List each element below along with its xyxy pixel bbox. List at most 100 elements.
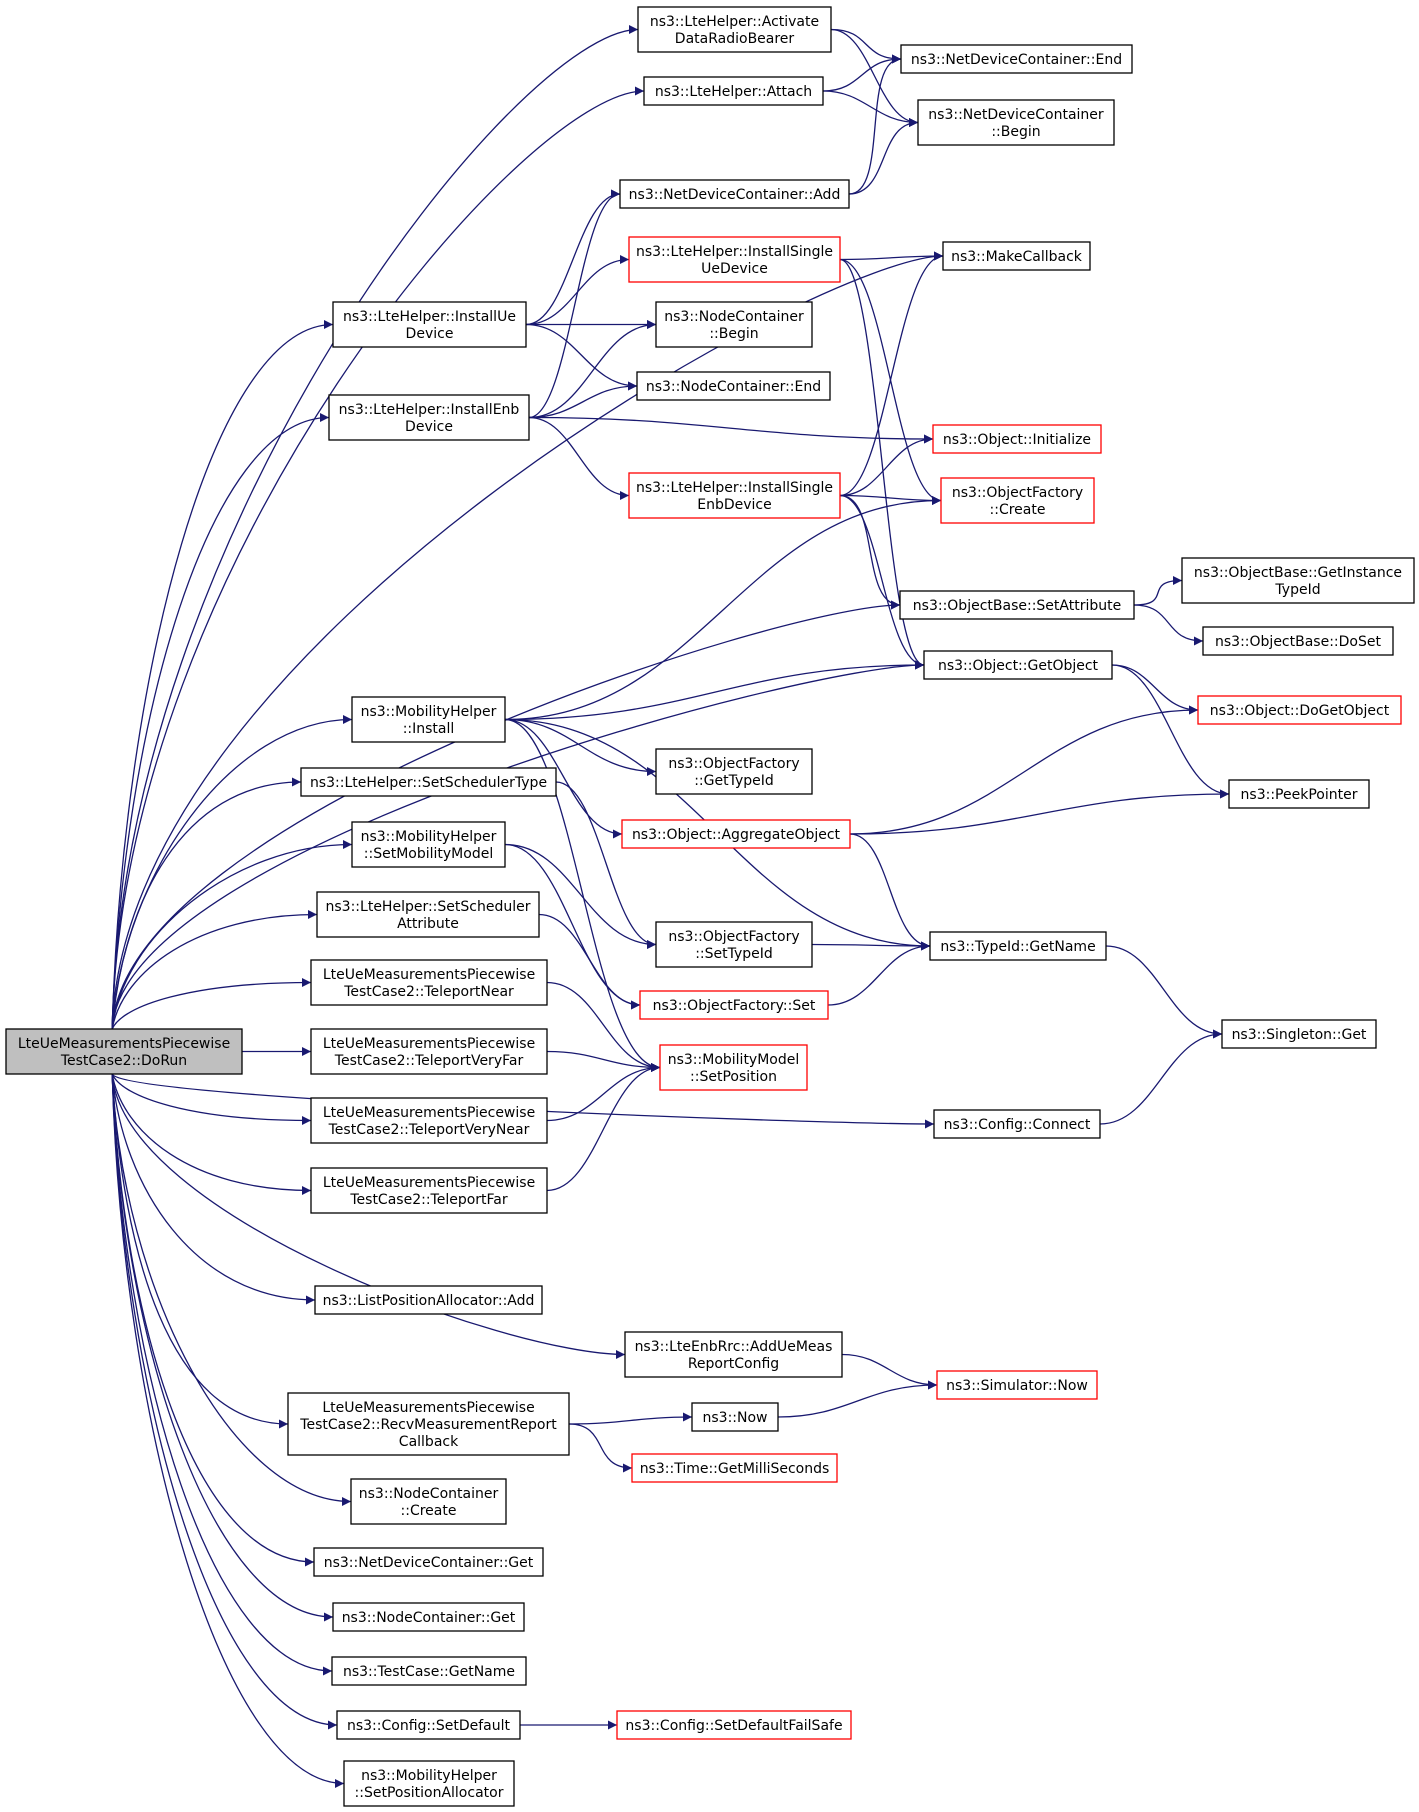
node-label: TestCase2::TeleportVeryFar (334, 1053, 524, 1069)
edge-root-to-recv-cb (111, 1073, 289, 1429)
node-now[interactable]: ns3::Now (691, 1402, 779, 1432)
node-mh-set-pos-alloc[interactable]: ns3::MobilityHelper::SetPositionAllocato… (343, 1760, 515, 1807)
edge-mh-install-to-obj-agg (504, 718, 623, 839)
node-tp-far[interactable]: LteUeMeasurementsPiecewiseTestCase2::Tel… (310, 1167, 548, 1214)
node-label: ns3::ObjectFactory (668, 929, 799, 945)
node-box (351, 821, 506, 868)
node-label: ns3::ObjectBase::DoSet (1215, 634, 1381, 650)
node-of-get-type-id[interactable]: ns3::ObjectFactory::GetTypeId (655, 748, 813, 795)
node-label: ns3::Object::DoGetObject (1210, 703, 1390, 719)
node-box (314, 1285, 543, 1315)
edge-ndc-add-to-ndc-end (848, 54, 902, 195)
node-tp-very-far[interactable]: LteUeMeasurementsPiecewiseTestCase2::Tel… (310, 1028, 548, 1075)
node-cfg-set-def-fs[interactable]: ns3::Config::SetDefaultFailSafe (616, 1710, 852, 1740)
node-label: ::Create (990, 502, 1046, 518)
node-label: ns3::MobilityHelper (361, 704, 497, 720)
node-box (655, 748, 813, 795)
node-box (637, 6, 832, 53)
node-ob-set-attr[interactable]: ns3::ObjectBase::SetAttribute (899, 590, 1135, 620)
node-tp-near[interactable]: LteUeMeasurementsPiecewiseTestCase2::Tel… (310, 959, 548, 1006)
node-obj-agg[interactable]: ns3::Object::AggregateObject (621, 819, 851, 849)
node-label: ns3::NetDeviceContainer::Add (629, 187, 841, 203)
edge-obj-agg-to-peek (849, 789, 1230, 835)
edge-set-sched-to-of-set-type-id (555, 781, 657, 949)
edge-now-to-sim-now (777, 1380, 938, 1418)
edge-adrb-to-ndc-begin (830, 28, 919, 127)
node-label: ns3::Object::GetObject (938, 658, 1099, 674)
node-ndc-get[interactable]: ns3::NetDeviceContainer::Get (313, 1547, 544, 1577)
node-nc-begin[interactable]: ns3::NodeContainer::Begin (655, 301, 813, 348)
node-box (917, 99, 1115, 146)
node-label: ns3::MobilityHelper (361, 1768, 497, 1784)
node-label: ns3::Config::Connect (944, 1117, 1091, 1133)
node-mh-install[interactable]: ns3::MobilityHelper::Install (351, 696, 506, 743)
node-set-sched[interactable]: ns3::LteHelper::SetSchedulerType (300, 767, 557, 797)
node-get-ms[interactable]: ns3::Time::GetMilliSeconds (631, 1453, 838, 1483)
node-box (923, 650, 1113, 680)
edge-ob-set-attr-to-ob-do-set (1133, 604, 1204, 646)
node-nc-get[interactable]: ns3::NodeContainer::Get (332, 1602, 525, 1632)
node-attach[interactable]: ns3::LteHelper::Attach (643, 76, 824, 106)
node-recv-cb[interactable]: LteUeMeasurementsPiecewiseTestCase2::Rec… (287, 1392, 570, 1456)
edge-isue-to-makecb (839, 251, 944, 261)
node-obj-init[interactable]: ns3::Object::Initialize (932, 424, 1102, 454)
node-of-set[interactable]: ns3::ObjectFactory::Set (639, 990, 829, 1020)
edge-tp-very-far-to-mm-set-pos (546, 1050, 661, 1072)
node-label: ::Create (401, 1503, 457, 1519)
node-box (655, 921, 813, 968)
edge-of-set-to-tid-get-name (827, 941, 931, 1006)
node-root[interactable]: LteUeMeasurementsPiecewiseTestCase2::DoR… (5, 1028, 243, 1075)
node-of-create[interactable]: ns3::ObjectFactory::Create (940, 477, 1095, 524)
node-cfg-connect[interactable]: ns3::Config::Connect (933, 1109, 1101, 1139)
node-peek[interactable]: ns3::PeekPointer (1228, 779, 1370, 809)
node-tid-get-name[interactable]: ns3::TypeId::GetName (929, 931, 1107, 961)
node-of-set-type-id[interactable]: ns3::ObjectFactory::SetTypeId (655, 921, 813, 968)
node-singleton[interactable]: ns3::Singleton::Get (1221, 1019, 1377, 1049)
node-obj-do-get[interactable]: ns3::Object::DoGetObject (1197, 695, 1402, 725)
edge-mh-install-to-of-create (504, 496, 942, 721)
node-ndc-end[interactable]: ns3::NetDeviceContainer::End (900, 44, 1133, 74)
node-box (619, 179, 850, 209)
node-makecb[interactable]: ns3::MakeCallback (942, 241, 1091, 271)
node-box (1228, 779, 1370, 809)
node-box (328, 394, 530, 441)
node-obj-get-obj[interactable]: ns3::Object::GetObject (923, 650, 1113, 680)
edge-root-to-attach (111, 86, 645, 1030)
edge-ienb-to-ndc-add (528, 189, 621, 419)
node-lpa-add[interactable]: ns3::ListPositionAllocator::Add (314, 1285, 543, 1315)
node-box (628, 236, 841, 283)
node-tp-very-near[interactable]: LteUeMeasurementsPiecewiseTestCase2::Tel… (310, 1097, 548, 1144)
node-label: ns3::MobilityHelper (361, 829, 497, 845)
edge-attach-to-ndc-end (822, 54, 902, 92)
node-label: Device (405, 419, 453, 435)
edge-root-to-mh-set-pos-alloc (111, 1073, 345, 1788)
node-mm-set-pos[interactable]: ns3::MobilityModel::SetPosition (659, 1044, 808, 1091)
node-label: ns3::ObjectFactory (668, 756, 799, 772)
node-ndc-add[interactable]: ns3::NetDeviceContainer::Add (619, 179, 850, 209)
node-label: ns3::LteHelper::Activate (650, 14, 819, 30)
node-tc-get-name[interactable]: ns3::TestCase::GetName (331, 1656, 527, 1686)
node-box (331, 1656, 527, 1686)
node-ndc-begin[interactable]: ns3::NetDeviceContainer::Begin (917, 99, 1115, 146)
node-nc-create[interactable]: ns3::NodeContainer::Create (350, 1478, 507, 1525)
node-cfg-set-def[interactable]: ns3::Config::SetDefault (336, 1710, 521, 1740)
edge-ob-set-attr-to-ob-get-inst (1133, 576, 1183, 606)
node-label: ns3::LteHelper::InstallEnb (339, 402, 520, 418)
node-mh-set-model[interactable]: ns3::MobilityHelper::SetMobilityModel (351, 821, 506, 868)
node-ob-do-set[interactable]: ns3::ObjectBase::DoSet (1202, 626, 1394, 656)
node-label: LteUeMeasurementsPiecewise (18, 1036, 230, 1052)
node-nc-end[interactable]: ns3::NodeContainer::End (636, 371, 831, 401)
node-sim-now[interactable]: ns3::Simulator::Now (936, 1370, 1098, 1400)
edge-ienb-to-isenb (528, 416, 630, 500)
node-label: ns3::NetDeviceContainer::End (911, 52, 1122, 68)
node-label: TestCase2::RecvMeasurementReport (299, 1417, 557, 1433)
